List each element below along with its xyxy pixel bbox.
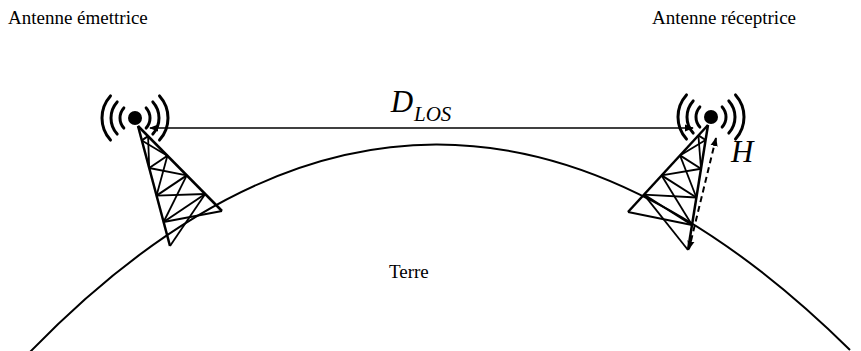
height-symbol: H xyxy=(731,136,753,167)
antenna-towers xyxy=(102,95,744,250)
earth-curve xyxy=(30,144,850,351)
distance-symbol: D xyxy=(391,86,413,117)
antenna-label: Antenne réceptrice xyxy=(652,8,796,27)
distance-subscript: LOS xyxy=(414,104,451,125)
earth-label: Terre xyxy=(389,262,429,281)
distance-arrow xyxy=(150,127,693,129)
tower-symbol xyxy=(102,96,222,246)
tower-symbol xyxy=(628,95,744,250)
antenna-label: Antenne émettrice xyxy=(8,8,148,27)
